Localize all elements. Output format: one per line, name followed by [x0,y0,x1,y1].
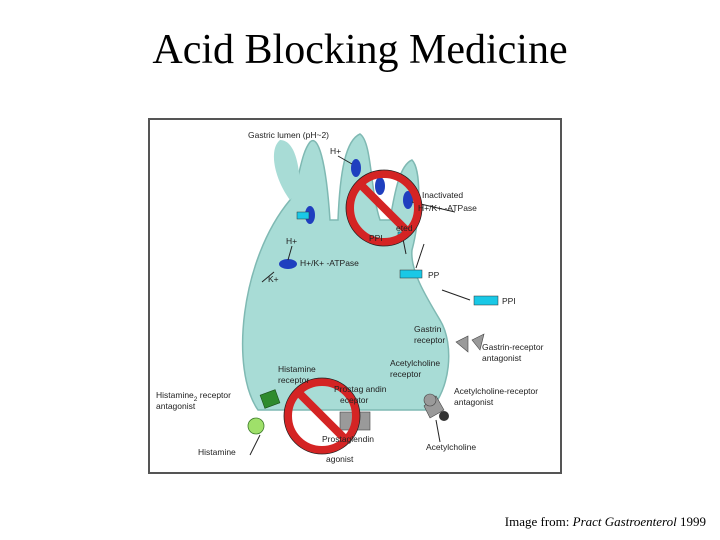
ppi-drug-icon [473,295,499,306]
ach-receptor-label-1: Acetylcholine [390,358,440,368]
acetylcholine-icon [439,411,449,421]
parietal-cell-diagram: Gastric lumen (pH~2) H+ Inactivated H+/K… [156,130,544,464]
inactivated-label-1: Inactivated [422,190,463,200]
gastrin-antagonist-icon [471,333,485,351]
prostaglandin-agonist-label-1: Prostaglendin [322,434,374,444]
inactivated-label-2: H+/K+ -ATPase [418,203,477,213]
ppi-fragment-label: PPI [369,233,383,243]
ppi-drug-icon [399,269,423,279]
image-caption: Image from: Pract Gastroenterol 1999 [504,514,706,529]
prohibition-sign-icon [345,169,423,247]
h-k-atpase-label: H+/K+ -ATPase [300,258,359,268]
ppi-label: PPI [502,296,516,306]
histamine-icon [247,417,265,435]
prohibition-sign-icon [283,377,361,455]
histamine-label: Histamine [198,447,236,457]
proton-pump-icon [279,259,297,269]
proton-pump-icon [375,177,385,195]
acetylcholine-receptor-antagonist-icon [423,393,437,407]
prostaglandin-agonist-label-2: agonist [326,454,354,464]
k-plus-label: K+ [268,274,279,284]
h-plus-left-label: H+ [286,236,297,246]
gastrin-receptor-icon [455,335,469,353]
h-plus-top-label: H+ [330,146,341,156]
proton-pump-icon [305,206,315,224]
ach-antagonist-label-2: antagonist [454,397,494,407]
proton-pump-icon [403,191,413,209]
parietal-cell-left-lobe [273,140,300,200]
prostaglandin-receptor-label-2: eceptor [340,395,369,405]
histamine-receptor-icon [259,389,281,409]
gastrin-antagonist-label-1: Gastrin-receptor [482,342,544,352]
diagram-frame: Gastric lumen (pH~2) H+ Inactivated H+/K… [148,118,562,474]
ppi-drug-icon [296,211,310,220]
gastric-lumen-label: Gastric lumen (pH~2) [248,130,329,140]
pp-label: PP [428,270,440,280]
ach-receptor-label-2: receptor [390,369,421,379]
histamine-antagonist-label-1: Histamine2 receptor [156,390,231,403]
gastrin-antagonist-label-2: antagonist [482,353,522,363]
histamine-antagonist-label-2: antagonist [156,401,196,411]
acetylcholine-label: Acetylcholine [426,442,476,452]
gastrin-receptor-label-1: Gastrin [414,324,442,334]
gastrin-receptor-label-2: receptor [414,335,445,345]
histamine-receptor-label-2: receptor [278,375,309,385]
prostaglandin-receptor-label-1: Prostag andin [334,384,387,394]
histamine-receptor-label-1: Histamine [278,364,316,374]
proton-pump-icon [351,159,361,177]
ach-antagonist-label-1: Acetylcholine-receptor [454,386,538,396]
activated-fragment-label: eted [396,223,413,233]
slide-title: Acid Blocking Medicine [152,27,568,73]
